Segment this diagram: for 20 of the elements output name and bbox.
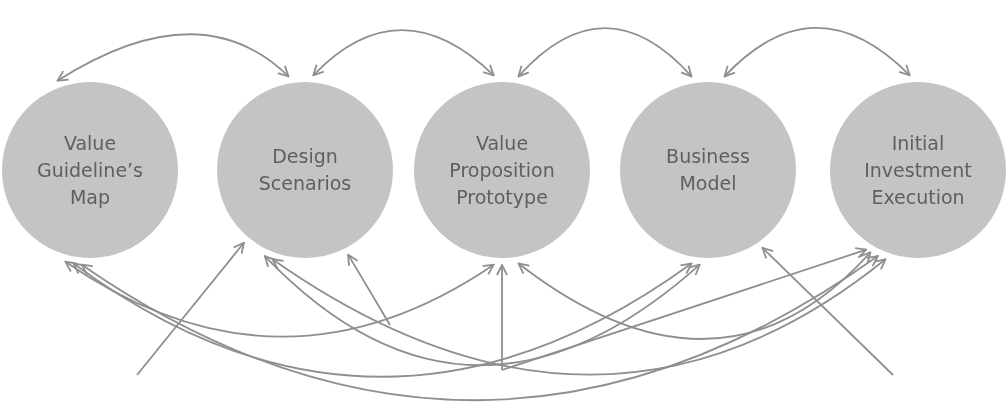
arrow: [56, 33, 290, 82]
arrow: [347, 253, 391, 326]
arrow: [271, 258, 887, 376]
arrow: [501, 247, 868, 371]
stage-label: Value Proposition Prototype: [448, 130, 556, 210]
arrow: [80, 255, 879, 402]
arrow: [517, 27, 693, 78]
stage-label: Value Guideline’s Map: [36, 130, 144, 210]
stage-label: Business Model: [665, 144, 751, 196]
stage-label: Design Scenarios: [257, 144, 353, 196]
arrow: [723, 27, 911, 78]
arrow: [72, 262, 693, 378]
arrow: [496, 264, 508, 371]
arrow: [312, 29, 495, 77]
arrow: [136, 241, 245, 376]
arrow: [64, 260, 495, 338]
arrow: [517, 251, 872, 340]
stage-label: Initial Investment Execution: [863, 130, 973, 210]
arrow: [263, 255, 701, 367]
arrow: [761, 246, 894, 376]
